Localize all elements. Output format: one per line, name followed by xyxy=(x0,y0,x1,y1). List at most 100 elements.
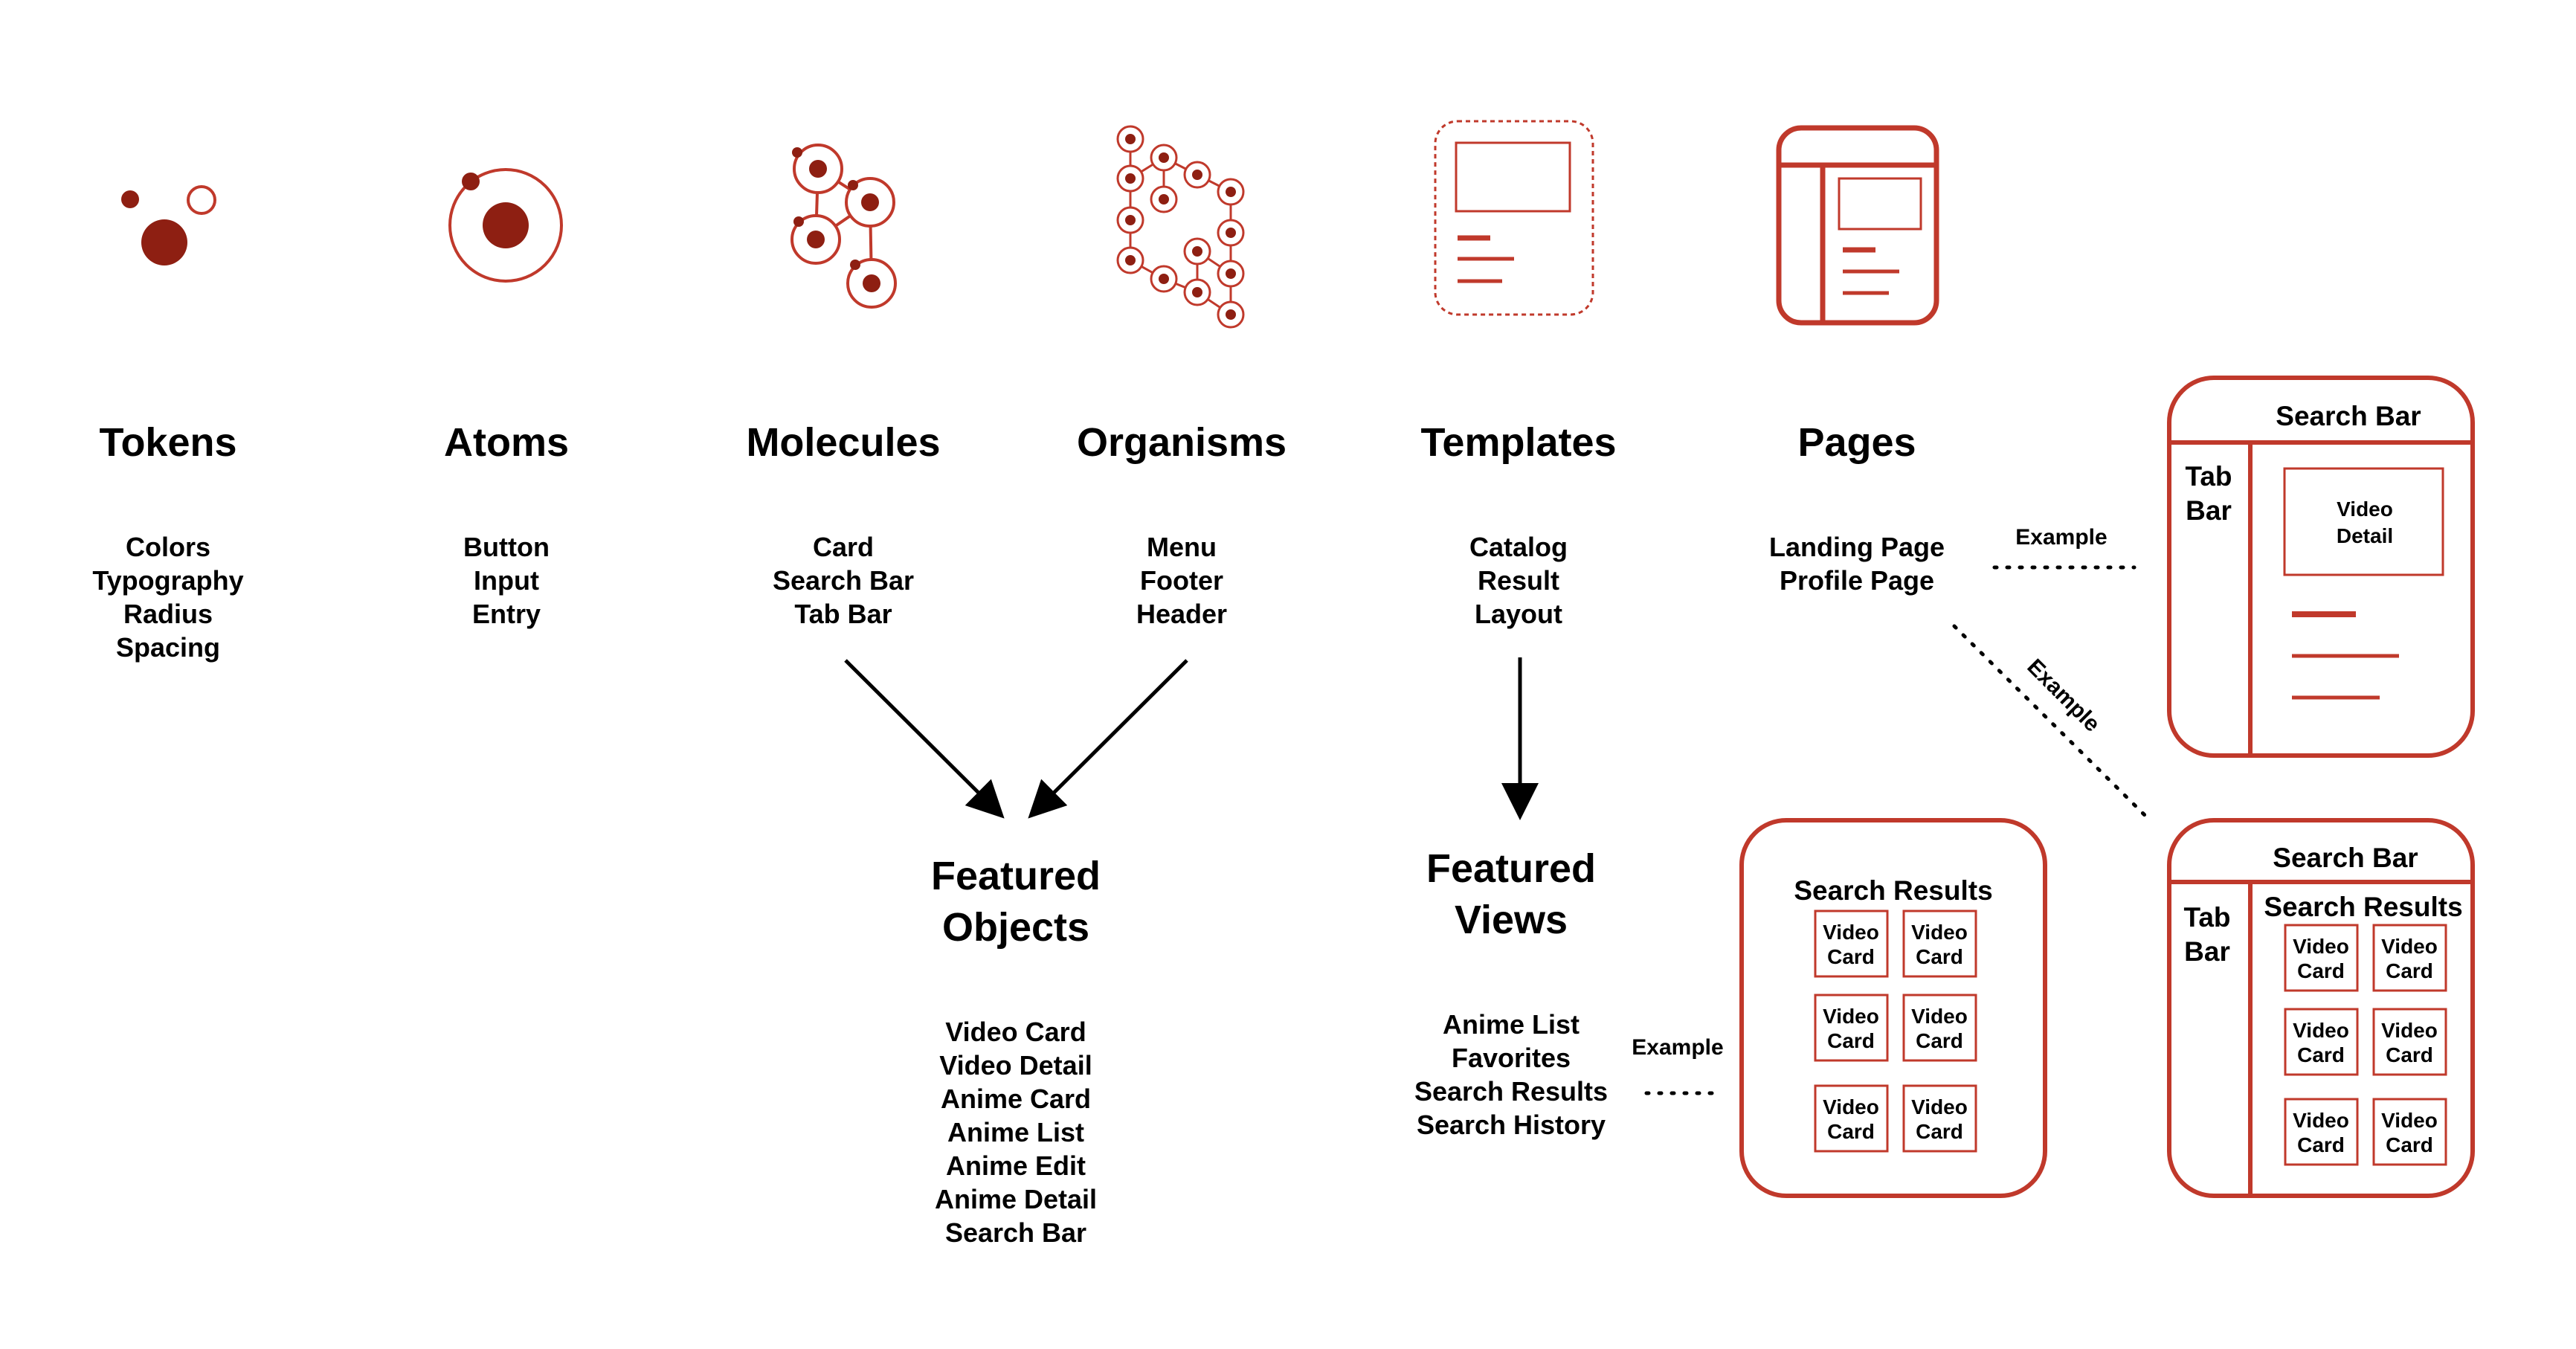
featured-views-item: Search Results xyxy=(1414,1076,1608,1107)
video-card: Video Card xyxy=(1814,1084,1889,1153)
video-card: Video Card xyxy=(1902,909,1977,978)
video-card-label: Card xyxy=(2297,959,2345,982)
video-card: Video Card xyxy=(1902,994,1977,1062)
featured-objects-item: Video Detail xyxy=(939,1050,1092,1081)
video-card: Video Card xyxy=(2372,1098,2447,1166)
tab-bar-label: Bar xyxy=(2184,936,2230,967)
search-results-title: Search Results xyxy=(2264,892,2462,922)
video-card-label: Video xyxy=(2381,1019,2438,1042)
molecules-item: Tab Bar xyxy=(794,599,892,629)
pages-icon xyxy=(1776,125,1939,326)
atoms-item: Button xyxy=(463,532,550,562)
video-card-label: Card xyxy=(2297,1133,2345,1156)
video-card-label: Video xyxy=(1911,921,1968,944)
video-detail-label: Detail xyxy=(2337,524,2393,547)
tokens-icon xyxy=(121,185,216,265)
featured-views-item: Favorites xyxy=(1452,1043,1571,1073)
templates-item: Result xyxy=(1478,565,1559,596)
molecules-item: Card xyxy=(813,532,874,562)
column-title-organisms: Organisms xyxy=(1077,420,1287,465)
column-title-atoms: Atoms xyxy=(444,420,569,465)
video-card-label: Card xyxy=(1916,945,1963,968)
featured-views-title: Featured xyxy=(1426,846,1596,891)
featured-objects-item: Anime Edit xyxy=(946,1150,1086,1181)
templates-item: Layout xyxy=(1475,599,1562,629)
video-card-label: Video xyxy=(1911,1095,1968,1118)
featured-objects-title: Objects xyxy=(942,905,1089,950)
video-card-label: Video xyxy=(2381,1109,2438,1132)
tab-bar-label: Tab xyxy=(2183,902,2230,933)
templates-icon xyxy=(1434,120,1594,316)
molecules-icon xyxy=(790,144,897,309)
mockup-search-results-page: Search Bar Tab Bar Search Results Video … xyxy=(2167,818,2475,1198)
video-card-label: Card xyxy=(1827,945,1875,968)
video-card-label: Card xyxy=(2386,1043,2433,1066)
tokens-item: Typography xyxy=(92,565,243,596)
featured-objects-item: Anime Card xyxy=(941,1084,1091,1114)
example-label: Example xyxy=(2022,654,2105,737)
video-card: Video Card xyxy=(1902,1084,1977,1153)
featured-objects-item: Anime List xyxy=(947,1117,1084,1147)
video-card-label: Card xyxy=(2386,959,2433,982)
templates-item: Catalog xyxy=(1469,532,1568,562)
featured-objects-title: Featured xyxy=(931,854,1101,898)
column-title-pages: Pages xyxy=(1797,420,1916,465)
example-label: Example xyxy=(2015,525,2107,550)
mockup-video-detail-page: Search Bar Tab Bar Video Detail xyxy=(2167,376,2475,758)
video-card-label: Video xyxy=(2381,935,2438,958)
column-title-templates: Templates xyxy=(1420,420,1616,465)
tokens-item: Radius xyxy=(123,599,213,629)
tab-bar-label: Tab xyxy=(2185,461,2232,492)
video-card: Video Card xyxy=(2372,1008,2447,1076)
tokens-item: Spacing xyxy=(116,632,220,663)
featured-objects-item: Video Card xyxy=(945,1017,1086,1047)
atoms-item: Entry xyxy=(472,599,541,629)
video-card-label: Video xyxy=(1823,1005,1879,1028)
organisms-item: Footer xyxy=(1140,565,1223,596)
search-results-title: Search Results xyxy=(1794,875,1992,906)
atoms-icon xyxy=(448,168,563,283)
dotted-connector-pages-results xyxy=(1952,624,2150,820)
video-card: Video Card xyxy=(1814,994,1889,1062)
mockup-search-results-view: Search Results Video Card Video Card Vid… xyxy=(1739,818,2047,1198)
organisms-icon xyxy=(1116,125,1245,329)
atoms-item: Input xyxy=(474,565,539,596)
video-card-label: Card xyxy=(1916,1120,1963,1143)
video-card: Video Card xyxy=(2284,1008,2359,1076)
video-card-label: Card xyxy=(1827,1029,1875,1052)
video-card-label: Video xyxy=(2293,1109,2349,1132)
organisms-item: Header xyxy=(1136,599,1227,629)
tokens-item: Colors xyxy=(126,532,210,562)
video-card-label: Video xyxy=(1911,1005,1968,1028)
featured-views-title: Views xyxy=(1455,898,1568,942)
pages-item: Landing Page xyxy=(1769,532,1945,562)
video-card-label: Card xyxy=(2297,1043,2345,1066)
video-card-label: Card xyxy=(2386,1133,2433,1156)
column-title-molecules: Molecules xyxy=(746,420,940,465)
video-card-label: Card xyxy=(1827,1120,1875,1143)
column-title-tokens: Tokens xyxy=(99,420,236,465)
video-card-label: Video xyxy=(1823,921,1879,944)
video-card: Video Card xyxy=(1814,909,1889,978)
example-label: Example xyxy=(1632,1035,1723,1060)
arrow-organisms-to-featured-objects xyxy=(1028,659,1188,819)
video-detail-label: Video xyxy=(2337,498,2393,521)
molecules-item: Search Bar xyxy=(773,565,914,596)
video-card: Video Card xyxy=(2372,924,2447,992)
video-card-label: Card xyxy=(1916,1029,1963,1052)
featured-views-item: Search History xyxy=(1417,1110,1606,1140)
tab-bar-label: Bar xyxy=(2186,495,2232,526)
pages-item: Profile Page xyxy=(1780,565,1934,596)
search-bar-label: Search Bar xyxy=(2276,401,2421,431)
video-card-label: Video xyxy=(2293,1019,2349,1042)
search-bar-label: Search Bar xyxy=(2273,843,2418,873)
featured-views-item: Anime List xyxy=(1443,1009,1580,1040)
video-card-label: Video xyxy=(2293,935,2349,958)
organisms-item: Menu xyxy=(1147,532,1217,562)
video-card: Video Card xyxy=(2284,924,2359,992)
arrow-molecules-to-featured-objects xyxy=(844,659,1005,819)
video-card-label: Video xyxy=(1823,1095,1879,1118)
video-card: Video Card xyxy=(2284,1098,2359,1166)
featured-objects-item: Anime Detail xyxy=(935,1184,1097,1214)
